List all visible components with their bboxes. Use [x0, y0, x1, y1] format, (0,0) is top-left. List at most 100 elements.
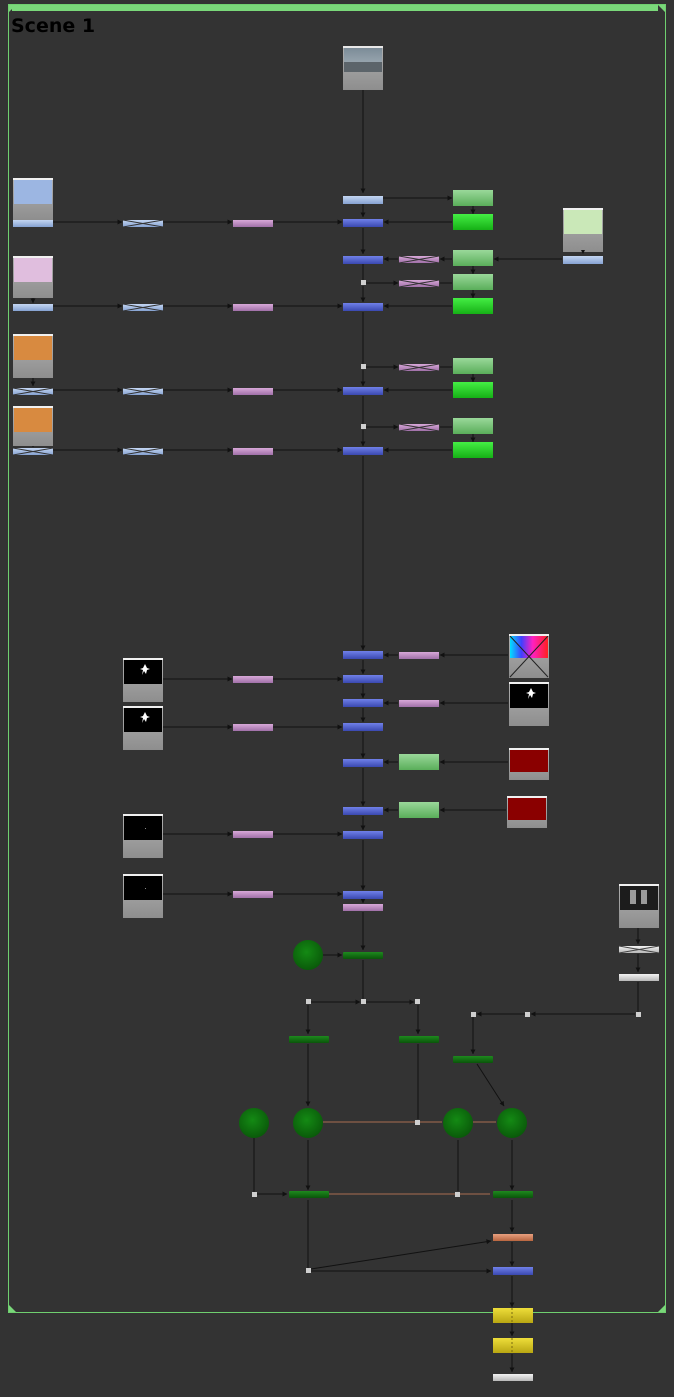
read-node-gradient-disabled[interactable] — [509, 634, 549, 678]
grade-node[interactable] — [233, 220, 273, 227]
merge-node[interactable] — [343, 675, 383, 683]
read-node-pink[interactable] — [13, 256, 53, 298]
merge-node[interactable] — [343, 831, 383, 839]
disabled-transform-node[interactable] — [12, 447, 54, 456]
read-node-blue[interactable] — [13, 178, 53, 220]
scene-node[interactable] — [493, 1191, 533, 1198]
merge-node[interactable] — [343, 699, 383, 707]
disabled-grade-node[interactable] — [398, 279, 440, 288]
disabled-transform-node[interactable] — [12, 387, 54, 396]
scene-node[interactable] — [289, 1036, 329, 1043]
read-node-sparkle-2[interactable] — [123, 706, 163, 750]
merge-node[interactable] — [343, 651, 383, 659]
read-node-sparkle-1[interactable] — [123, 658, 163, 702]
grade-node[interactable] — [233, 448, 273, 455]
dot-node-icon[interactable] — [525, 1012, 530, 1017]
scene-node[interactable] — [399, 1036, 439, 1043]
disabled-grade-node[interactable] — [398, 363, 440, 372]
dot-node-icon[interactable] — [361, 280, 366, 285]
dot-node-icon[interactable] — [361, 999, 366, 1004]
disabled-transform-node[interactable] — [122, 447, 164, 456]
dot-node-icon[interactable] — [471, 1012, 476, 1017]
disabled-transform-node[interactable] — [122, 219, 164, 228]
reformat-node[interactable] — [493, 1234, 533, 1241]
merge-node[interactable] — [343, 807, 383, 815]
transform-node[interactable] — [13, 304, 53, 311]
merge-node[interactable] — [493, 1267, 533, 1275]
crop-node[interactable] — [619, 974, 659, 981]
dot-node-icon[interactable] — [455, 1192, 460, 1197]
read-node-boots[interactable] — [619, 884, 659, 928]
read-node-red-2[interactable] — [507, 796, 547, 828]
dot-node-icon[interactable] — [415, 999, 420, 1004]
viewer-node[interactable] — [493, 1308, 533, 1323]
camera-node-icon[interactable] — [497, 1108, 527, 1138]
shuffle-node[interactable] — [453, 418, 493, 434]
transform-node[interactable] — [13, 220, 53, 227]
merge-node[interactable] — [343, 387, 383, 395]
camera-node-icon[interactable] — [293, 1108, 323, 1138]
read-node-orange-1[interactable] — [13, 334, 53, 378]
dot-node-icon[interactable] — [361, 424, 366, 429]
merge-node[interactable] — [343, 256, 383, 264]
read-node-orange-2[interactable] — [13, 406, 53, 446]
shuffle-node[interactable] — [453, 250, 493, 266]
camera-node-icon[interactable] — [293, 940, 323, 970]
light-blue-nodes — [12, 196, 603, 456]
read-node-sparkle-3[interactable] — [509, 682, 549, 726]
read-node-light-green[interactable] — [563, 208, 603, 254]
scene-backdrop[interactable] — [8, 4, 666, 1313]
grade-node[interactable] — [233, 388, 273, 395]
viewer-node[interactable] — [493, 1338, 533, 1353]
camera-node-icon[interactable] — [443, 1108, 473, 1138]
white-nodes — [493, 945, 660, 1381]
transform-node[interactable] — [563, 256, 603, 264]
grade-node[interactable] — [399, 700, 439, 707]
read-node-dark-2[interactable] — [123, 874, 163, 918]
channel-node[interactable] — [453, 298, 493, 314]
shuffle-node[interactable] — [453, 358, 493, 374]
read-node-red-1[interactable] — [509, 748, 549, 780]
grade-node[interactable] — [233, 676, 273, 683]
merge-node[interactable] — [343, 219, 383, 227]
shuffle-node[interactable] — [399, 802, 439, 818]
channel-node[interactable] — [453, 382, 493, 398]
shuffle-node[interactable] — [453, 274, 493, 290]
write-node[interactable] — [493, 1374, 533, 1381]
merge-node[interactable] — [343, 759, 383, 767]
merge-node[interactable] — [343, 447, 383, 455]
merge-node[interactable] — [343, 723, 383, 731]
dot-node-icon[interactable] — [361, 364, 366, 369]
disabled-crop-node[interactable] — [618, 945, 660, 954]
grade-node[interactable] — [399, 652, 439, 659]
channel-node[interactable] — [453, 214, 493, 230]
scene-node[interactable] — [453, 1056, 493, 1063]
scene-node[interactable] — [343, 952, 383, 959]
dot-node-icon[interactable] — [415, 1120, 420, 1125]
disabled-transform-node[interactable] — [122, 303, 164, 312]
camera-node-icon[interactable] — [239, 1108, 269, 1138]
shuffle-node[interactable] — [399, 754, 439, 770]
dot-node-icon[interactable] — [636, 1012, 641, 1017]
grade-node[interactable] — [343, 904, 383, 911]
channel-node[interactable] — [453, 442, 493, 458]
output-nodes — [493, 1234, 533, 1353]
read-node-street[interactable] — [343, 46, 383, 90]
merge-node[interactable] — [343, 891, 383, 899]
dot-node-icon[interactable] — [252, 1192, 257, 1197]
disabled-grade-node[interactable] — [398, 423, 440, 432]
shuffle-node[interactable] — [453, 190, 493, 206]
disabled-transform-node[interactable] — [122, 387, 164, 396]
dot-node-icon[interactable] — [306, 1268, 311, 1273]
grade-node[interactable] — [233, 304, 273, 311]
grade-node[interactable] — [233, 831, 273, 838]
grade-node[interactable] — [233, 724, 273, 731]
transform-node[interactable] — [343, 196, 383, 204]
merge-node[interactable] — [343, 303, 383, 311]
scene-node[interactable] — [289, 1191, 329, 1198]
dot-node-icon[interactable] — [306, 999, 311, 1004]
grade-node[interactable] — [233, 891, 273, 898]
read-node-dark-1[interactable] — [123, 814, 163, 858]
disabled-grade-node[interactable] — [398, 255, 440, 264]
